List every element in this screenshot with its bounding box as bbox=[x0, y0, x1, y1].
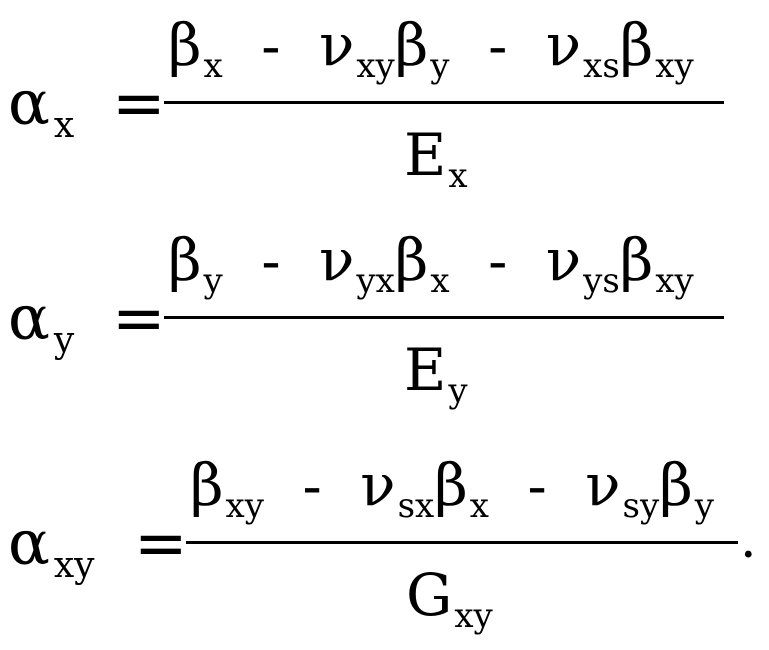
symbol: ν bbox=[360, 451, 396, 519]
subscript: xy bbox=[225, 485, 264, 526]
symbol: β bbox=[434, 451, 468, 519]
symbol: β bbox=[394, 226, 429, 294]
subscript: x bbox=[469, 485, 489, 526]
numerator: βx - νxyβy - νxsβxy bbox=[168, 16, 694, 83]
subscript: sx bbox=[397, 485, 435, 526]
symbol: β bbox=[168, 11, 202, 79]
numerator: βxy - νsxβx - νsyβy bbox=[190, 456, 714, 523]
denominator: Ey bbox=[404, 341, 468, 408]
subscript: y bbox=[694, 485, 714, 526]
fraction-bar bbox=[164, 101, 724, 104]
trailing-period: . bbox=[740, 510, 757, 570]
symbol: β bbox=[619, 11, 654, 79]
lhs-symbol: α bbox=[8, 506, 50, 579]
symbol: β bbox=[394, 11, 429, 79]
subscript: xy bbox=[454, 596, 493, 637]
subscript: y bbox=[430, 45, 450, 86]
symbol: ν bbox=[319, 11, 355, 79]
minus-operator: - bbox=[487, 230, 508, 293]
subscript: xy bbox=[655, 45, 694, 86]
subscript: xy bbox=[655, 260, 694, 301]
denominator: Ex bbox=[404, 126, 468, 193]
numerator: βy - νyxβx - νysβxy bbox=[168, 231, 694, 298]
symbol: β bbox=[619, 226, 654, 294]
fraction-bar bbox=[186, 541, 738, 544]
minus-operator: - bbox=[261, 15, 281, 78]
lhs-symbol: α bbox=[8, 66, 50, 139]
symbol: ν bbox=[545, 11, 582, 79]
symbol: ν bbox=[319, 226, 355, 294]
minus-operator: - bbox=[302, 455, 322, 518]
equals-sign: = bbox=[112, 282, 166, 356]
subscript: x bbox=[430, 260, 450, 301]
fraction-bar bbox=[164, 316, 724, 319]
subscript: xy bbox=[356, 45, 395, 86]
symbol: ν bbox=[545, 226, 582, 294]
subscript: sy bbox=[622, 485, 660, 526]
lhs-subscript: xy bbox=[53, 544, 95, 586]
symbol: E bbox=[404, 336, 447, 404]
denominator: Gxy bbox=[406, 566, 493, 633]
subscript: y bbox=[203, 260, 223, 301]
lhs-subscript: x bbox=[53, 104, 75, 146]
symbol: β bbox=[659, 451, 693, 519]
subscript: ys bbox=[583, 260, 620, 301]
equals-sign: = bbox=[112, 67, 166, 141]
minus-operator: - bbox=[487, 15, 508, 78]
lhs-subscript: y bbox=[53, 319, 75, 361]
symbol: β bbox=[168, 226, 202, 294]
minus-operator: - bbox=[527, 455, 547, 518]
equals-sign: = bbox=[134, 507, 188, 581]
minus-operator: - bbox=[261, 230, 281, 293]
symbol: β bbox=[190, 451, 224, 519]
subscript: x bbox=[203, 45, 223, 86]
subscript: xs bbox=[583, 45, 620, 86]
symbol: G bbox=[406, 561, 453, 629]
subscript: y bbox=[448, 371, 468, 412]
subscript: x bbox=[448, 156, 468, 197]
symbol: ν bbox=[585, 451, 621, 519]
lhs-symbol: α bbox=[8, 281, 50, 354]
subscript: yx bbox=[356, 260, 395, 301]
symbol: E bbox=[404, 121, 447, 189]
